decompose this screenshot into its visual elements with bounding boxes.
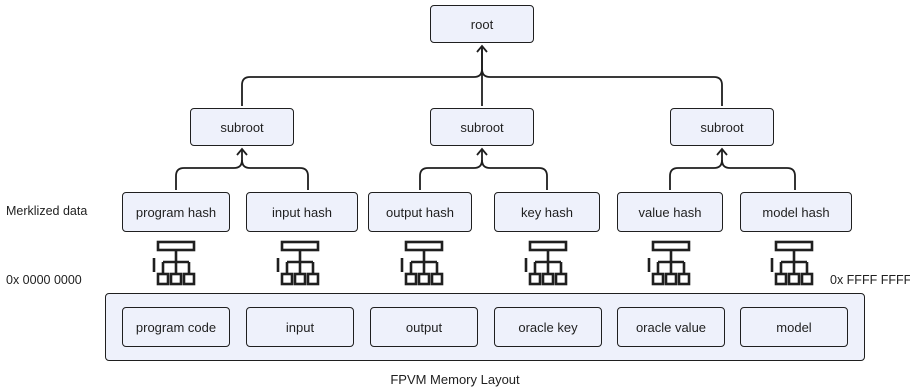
merklized-data-label: Merklized data [6,204,88,218]
merkle-icon-part [293,272,307,286]
merkle-icon-part [156,272,170,286]
program-hash-node: program hash [122,192,230,232]
merkle-icon-part [800,272,814,286]
memory-layout-container [105,293,865,361]
memory-layout-caption: FPVM Memory Layout [390,372,520,387]
merkle-icon-part [774,240,814,252]
merkle-tree-icon-input [276,240,320,286]
memory-region-output: output [370,307,478,347]
merkle-icon-part [280,272,294,286]
output-hash-node: output hash [368,192,472,232]
merkle-icon-part [664,272,678,286]
merkle-icon-part [651,272,665,286]
memory-region-oracle-key: oracle key [494,307,602,347]
edge-subroot-left-root [241,44,488,106]
key-hash-node: key hash [494,192,600,232]
merkle-tree-icon-output [400,240,444,286]
merkle-icon-part [280,240,320,252]
merkle-icon-part [169,272,183,286]
edge-subroot-right-root [481,68,723,106]
end-address-label: 0x FFFF FFFF [830,273,910,287]
merkle-icon-part [787,272,801,286]
subroot-node-left: subroot [190,108,294,146]
merkle-icon-part [528,240,568,252]
merkle-icon-part [554,272,568,286]
merkle-icon-part [417,272,431,286]
memory-region-oracle-value: oracle value [617,307,725,347]
model-hash-node: model hash [740,192,852,232]
input-hash-node: input hash [246,192,358,232]
edge-input-hash-subroot [241,159,309,190]
merkle-icon-part [651,240,691,252]
memory-region-program-code: program code [122,307,230,347]
merkle-icon-part [430,272,444,286]
merkle-icon-part [774,272,788,286]
merkle-icon-part [404,272,418,286]
merkle-tree-icon-model [770,240,814,286]
edge-model-hash-subroot [721,159,796,190]
merkle-icon-part [156,240,196,252]
merkle-icon-part [306,272,320,286]
edge-key-hash-subroot [481,159,548,190]
edge-value-hash-subroot [669,147,728,190]
subroot-node-center: subroot [430,108,534,146]
edge-output-hash-subroot [419,147,488,190]
value-hash-node: value hash [617,192,723,232]
subroot-node-right: subroot [670,108,774,146]
merkle-icon-part [541,272,555,286]
merkle-icon-part [404,240,444,252]
root-node: root [430,5,534,43]
merkle-icon-part [528,272,542,286]
merkle-icon-part [677,272,691,286]
merkle-icon-part [182,272,196,286]
merkle-tree-icon-program-code [152,240,196,286]
start-address-label: 0x 0000 0000 [6,273,82,287]
merkle-tree-icon-oracle-key [524,240,568,286]
memory-region-input: input [246,307,354,347]
merkle-tree-icon-oracle-value [647,240,691,286]
memory-region-model: model [740,307,848,347]
edge-program-hash-subroot [175,147,248,190]
